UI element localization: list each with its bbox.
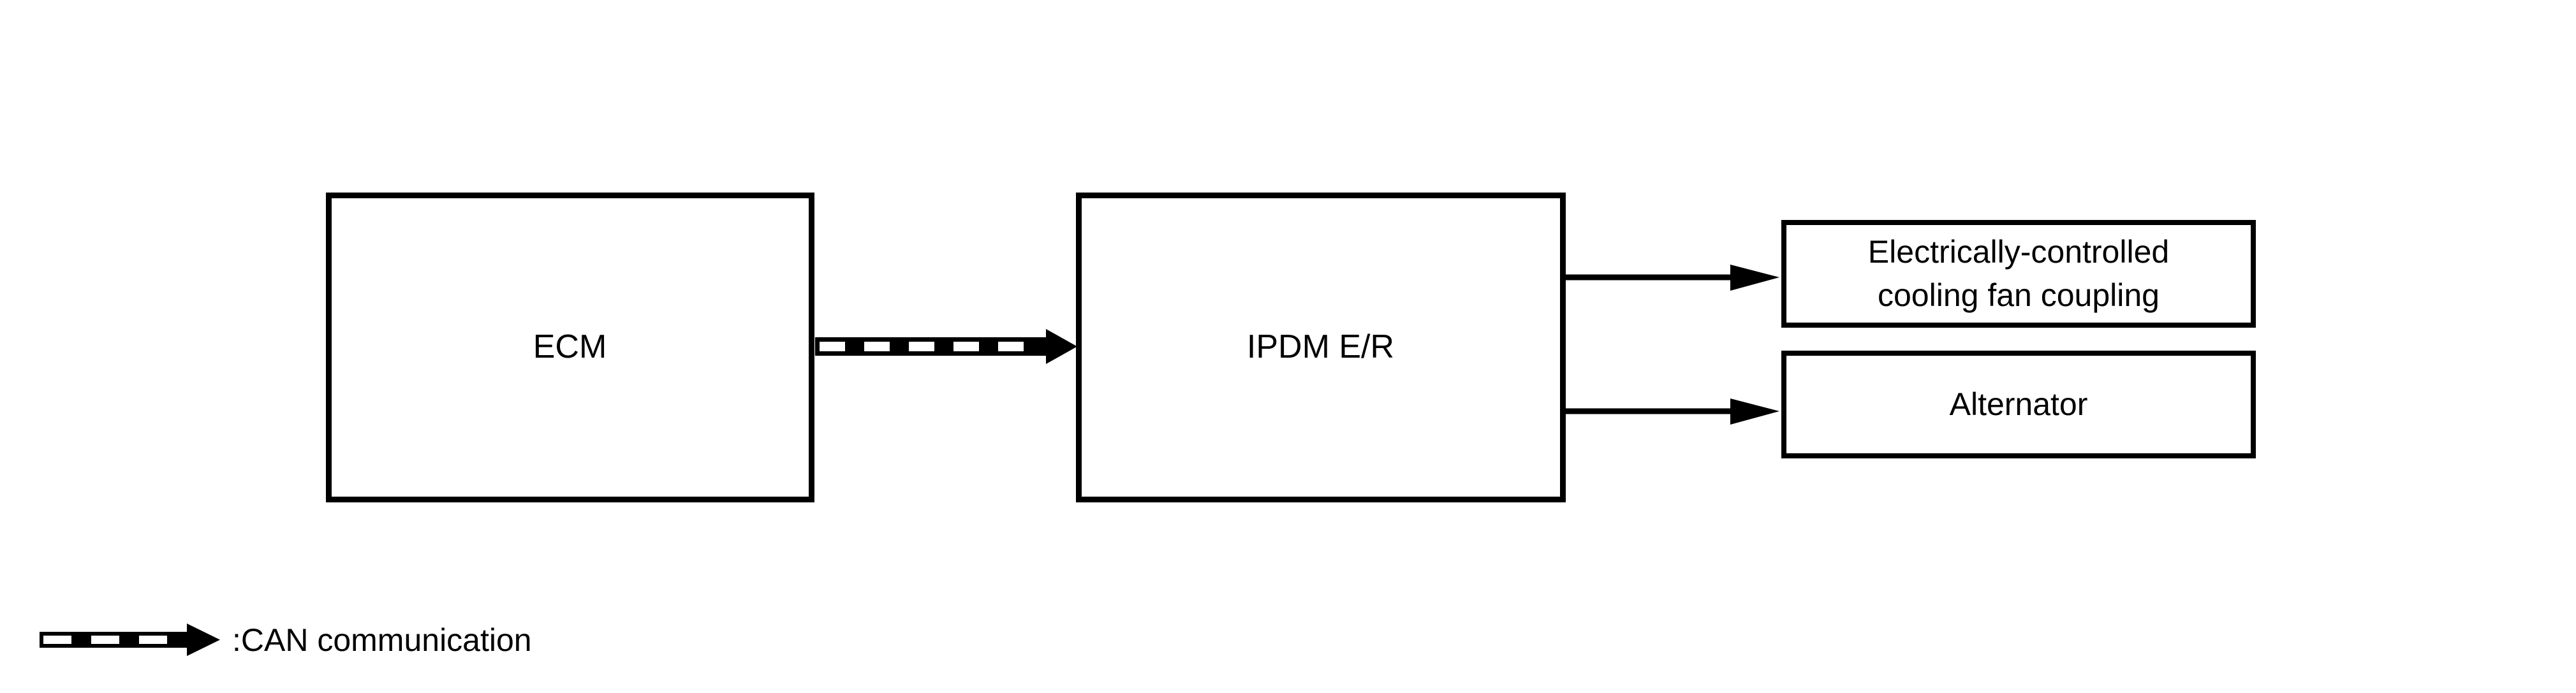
can-arrow-gap-1 <box>820 342 845 351</box>
cooling-fan-box-outline <box>1781 220 2256 328</box>
node-ipdm-er[interactable] <box>1076 193 1566 502</box>
legend-label: :CAN communication <box>232 622 532 658</box>
cooling-fan-label-wrap: Electrically-controlled cooling fan coup… <box>1784 222 2253 325</box>
arrow-head <box>1730 265 1779 291</box>
ipdm-er-label: IPDM E/R <box>1246 328 1395 365</box>
node-ecm[interactable] <box>326 193 814 502</box>
can-arrow-gap-3 <box>909 342 934 351</box>
legend-arrow-gap-2 <box>91 636 119 644</box>
node-cooling-fan-coupling[interactable] <box>1781 220 2256 328</box>
can-arrow-gap-5 <box>998 342 1024 351</box>
legend-arrow-gap-1 <box>43 636 71 644</box>
ipdm-er-box-outline <box>1076 193 1566 502</box>
legend-label-wrap: :CAN communication <box>232 622 532 658</box>
ecm-label-wrap: ECM <box>328 195 811 499</box>
alternator-label: Alternator <box>1949 386 2088 422</box>
cooling-fan-label-line-1: Electrically-controlled <box>1867 234 2170 270</box>
alternator-label-wrap: Alternator <box>1784 353 2253 456</box>
cooling-fan-label-line-2: cooling fan coupling <box>1878 277 2160 313</box>
alternator-box-outline <box>1781 351 2256 458</box>
ecm-box-outline <box>326 193 814 502</box>
can-arrow-gap-4 <box>953 342 979 351</box>
ipdm-er-label-wrap: IPDM E/R <box>1078 195 1563 499</box>
can-communication-arrow-main <box>815 329 1077 364</box>
legend-can-arrow-symbol <box>40 624 220 656</box>
arrow-ipdm-to-cooling-fan <box>1566 265 1779 291</box>
arrow-head <box>1730 398 1779 425</box>
ecm-label: ECM <box>533 328 607 365</box>
arrow-ipdm-to-alternator <box>1566 398 1779 425</box>
legend-arrow-head <box>187 624 220 656</box>
legend-arrow-gap-3 <box>139 636 167 644</box>
node-alternator[interactable] <box>1781 351 2256 458</box>
can-arrow-gap-2 <box>864 342 890 351</box>
can-arrow-head <box>1046 329 1077 364</box>
